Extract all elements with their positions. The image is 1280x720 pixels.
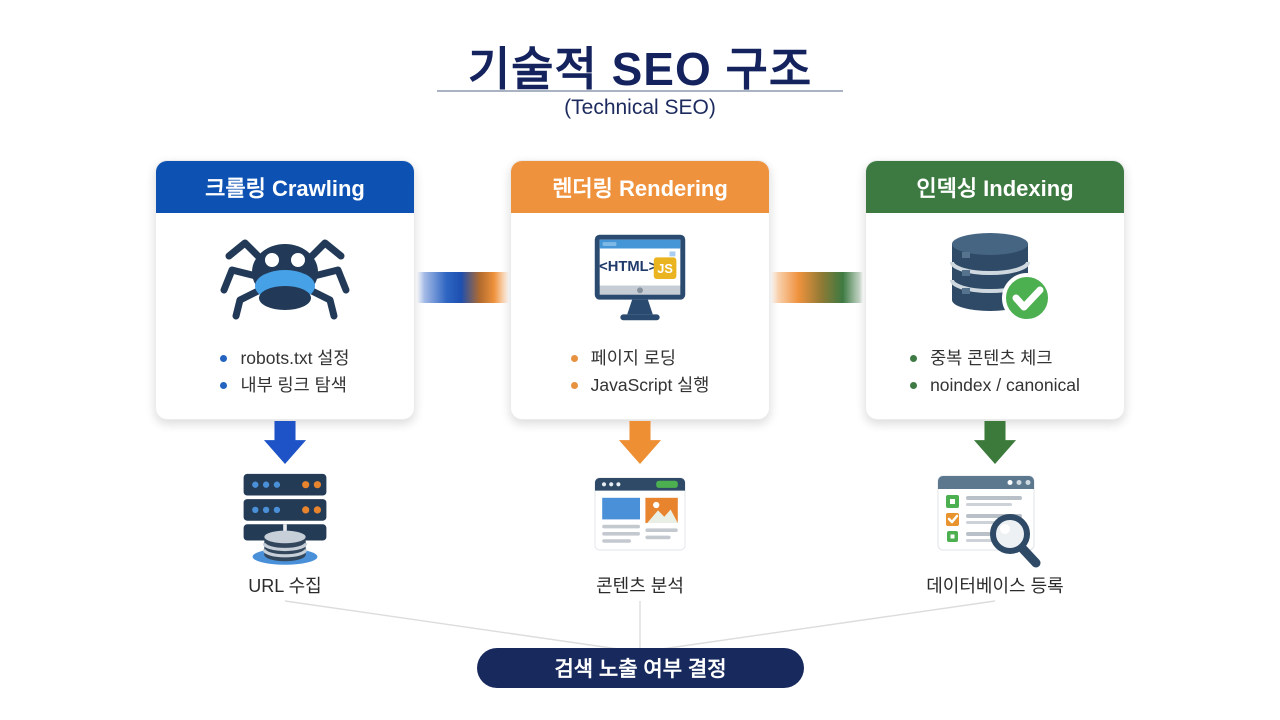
bullet-text: 중복 콘텐츠 체크 <box>930 348 1053 368</box>
bullet-text: 페이지 로딩 <box>590 348 676 368</box>
page-title: 기술적 SEO 구조 <box>467 43 813 95</box>
bullet-item: 내부 링크 탐색 <box>220 372 349 399</box>
bullet-item: 페이지 로딩 <box>570 345 710 372</box>
down-arrow-orange-icon <box>618 421 662 465</box>
server-database-icon <box>243 473 327 565</box>
flow-gradient-render-to-index <box>771 272 863 303</box>
bullet-dot <box>220 382 228 389</box>
bullet-text: 내부 링크 탐색 <box>240 375 347 395</box>
bullet-item: noindex / canonical <box>910 372 1080 399</box>
card-rendering-icon-wrap: <HTML> JS <box>511 217 769 339</box>
card-indexing-icon-wrap <box>866 217 1124 339</box>
down-arrow-green-icon <box>973 421 1017 465</box>
bullet-dot <box>910 382 918 389</box>
card-indexing: 인덱싱 Indexing 중복 콘텐츠 체크 noindex / canonic… <box>865 160 1125 420</box>
result-label-content-analysis: 콘텐츠 분석 <box>596 576 684 596</box>
bullet-text: noindex / canonical <box>930 375 1080 395</box>
indexing-bullet-list: 중복 콘텐츠 체크 noindex / canonical <box>910 345 1080 399</box>
js-badge <box>653 257 677 279</box>
down-arrow-blue-icon <box>263 421 307 465</box>
rendering-bullet-list: 페이지 로딩 JavaScript 실행 <box>570 345 710 399</box>
bullet-dot <box>910 355 918 362</box>
result-label-url-collection: URL 수집 <box>248 576 322 596</box>
flow-gradient-crawl-to-render <box>417 272 509 303</box>
bullet-text: robots.txt 설정 <box>240 348 350 368</box>
database-check-icon <box>950 233 1052 323</box>
html-screen-text: <HTML> <box>599 259 658 275</box>
search-checklist-icon <box>937 475 1041 568</box>
card-rendering-header: 렌더링 Rendering <box>511 161 769 213</box>
bullet-text: JavaScript 실행 <box>590 375 710 395</box>
result-label-database-registration: 데이터베이스 등록 <box>926 576 1064 596</box>
check-mark <box>1012 286 1044 311</box>
check-circle <box>1002 273 1052 323</box>
magnifier-glass <box>990 514 1041 568</box>
card-crawling-header: 크롤링 Crawling <box>156 161 414 213</box>
final-decision-pill: 검색 노출 여부 결정 <box>477 648 804 688</box>
bullet-item: JavaScript 실행 <box>570 372 710 399</box>
bullet-dot <box>220 355 228 362</box>
card-rendering: 렌더링 Rendering <HTML> JS 페이지 로딩 JavaScrip… <box>510 160 770 420</box>
webpage-content-icon <box>594 477 686 551</box>
bullet-dot <box>570 382 578 389</box>
bullet-item: robots.txt 설정 <box>220 345 350 372</box>
bullet-dot <box>570 355 578 362</box>
card-indexing-header: 인덱싱 Indexing <box>866 161 1124 213</box>
spider-crawler-icon <box>220 239 350 320</box>
card-crawling: 크롤링 Crawling robots.txt 설정 내부 <box>155 160 415 420</box>
crawling-bullet-list: robots.txt 설정 내부 링크 탐색 <box>220 345 350 399</box>
page-subtitle: (Technical SEO) <box>564 96 716 119</box>
html-js-monitor-icon: <HTML> JS <box>594 234 686 321</box>
bullet-item: 중복 콘텐츠 체크 <box>910 345 1080 372</box>
js-badge-text: JS <box>657 261 673 276</box>
title-underline <box>437 90 843 92</box>
card-crawling-icon-wrap <box>156 217 414 339</box>
